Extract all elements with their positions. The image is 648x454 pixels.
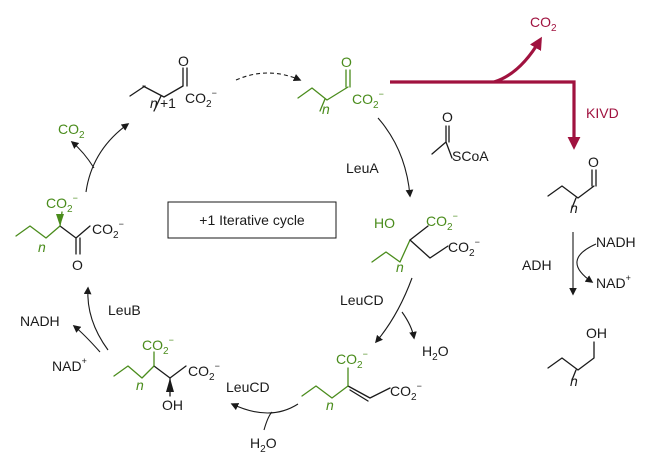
leucd-label-2: LeuCD (226, 379, 270, 395)
alcohol: OH n (547, 325, 607, 389)
leucd-step-1: H2O LeuCD (340, 277, 449, 363)
svg-text:O: O (178, 53, 189, 69)
kivd-label: KIVD (586, 105, 619, 121)
svg-text:n: n (570, 373, 578, 389)
adh-label: ADH (522, 257, 552, 273)
decarboxylation-step: CO2 (58, 121, 130, 193)
svg-text:CO2−: CO2− (448, 237, 480, 259)
svg-text:NAD+: NAD+ (52, 356, 87, 374)
cycle-label-box: +1 Iterative cycle (167, 201, 337, 239)
svg-text:O: O (341, 54, 352, 70)
svg-text:n: n (136, 377, 144, 393)
adh-step: NADH NAD+ ADH (522, 232, 636, 296)
svg-text:CO2−: CO2− (352, 89, 384, 111)
dashed-arrow-top (235, 72, 302, 82)
svg-text:n: n (326, 397, 334, 413)
svg-text:O: O (588, 154, 599, 170)
svg-text:O: O (442, 109, 453, 125)
svg-text:CO2−: CO2− (188, 361, 220, 383)
leub-label: LeuB (108, 302, 141, 318)
svg-text:n: n (396, 259, 404, 275)
leucd-step-2: H2O LeuCD (226, 379, 299, 454)
svg-text:CO2−: CO2− (92, 219, 124, 241)
leucd-label-1: LeuCD (340, 292, 384, 308)
svg-text:HO: HO (374, 215, 395, 231)
svg-text:H2O: H2O (250, 435, 277, 454)
svg-text:CO2−: CO2− (142, 335, 174, 357)
svg-text:O: O (72, 257, 83, 273)
svg-text:SCoA: SCoA (452, 148, 489, 164)
keto-acid-green: O CO2− n (297, 54, 384, 117)
svg-text:OH: OH (586, 325, 607, 341)
svg-text:OH: OH (162, 397, 183, 413)
svg-text:n: n (38, 239, 46, 255)
svg-text:CO2: CO2 (58, 121, 85, 141)
svg-text:CO2−: CO2− (390, 381, 422, 403)
svg-text:n: n (150, 95, 158, 111)
kivd-pathway: CO2 KIVD (390, 14, 619, 150)
leua-step: O SCoA LeuA (346, 109, 489, 198)
svg-text:H2O: H2O (422, 343, 449, 363)
aldehyde: O n (547, 154, 599, 216)
svg-text:n: n (322, 101, 330, 117)
isopropylmaleate: CO2− CO2− n (301, 349, 422, 413)
cycle-label: +1 Iterative cycle (199, 212, 305, 228)
keto-acid-n-plus-1: O CO2− n +1 (129, 53, 217, 112)
svg-text:n: n (570, 200, 578, 216)
svg-text:NADH: NADH (596, 234, 636, 250)
beta-isopropylmalate: CO2− CO2− OH n (113, 335, 220, 413)
leub-step: NADH NAD+ LeuB (20, 286, 141, 374)
leua-label: LeuA (346, 160, 379, 176)
oxoglutarate-intermediate: CO2− CO2− O n (15, 193, 124, 273)
svg-text:+1: +1 (160, 95, 176, 111)
svg-text:CO2−: CO2− (426, 211, 458, 233)
svg-text:NAD+: NAD+ (596, 273, 631, 291)
svg-text:CO2−: CO2− (336, 349, 368, 371)
svg-text:NADH: NADH (20, 313, 60, 329)
kivd-co2: CO2 (530, 14, 557, 34)
svg-text:CO2−: CO2− (185, 88, 217, 110)
svg-text:CO2−: CO2− (46, 193, 78, 215)
isopropylmalate: HO CO2− CO2− n (371, 211, 480, 275)
